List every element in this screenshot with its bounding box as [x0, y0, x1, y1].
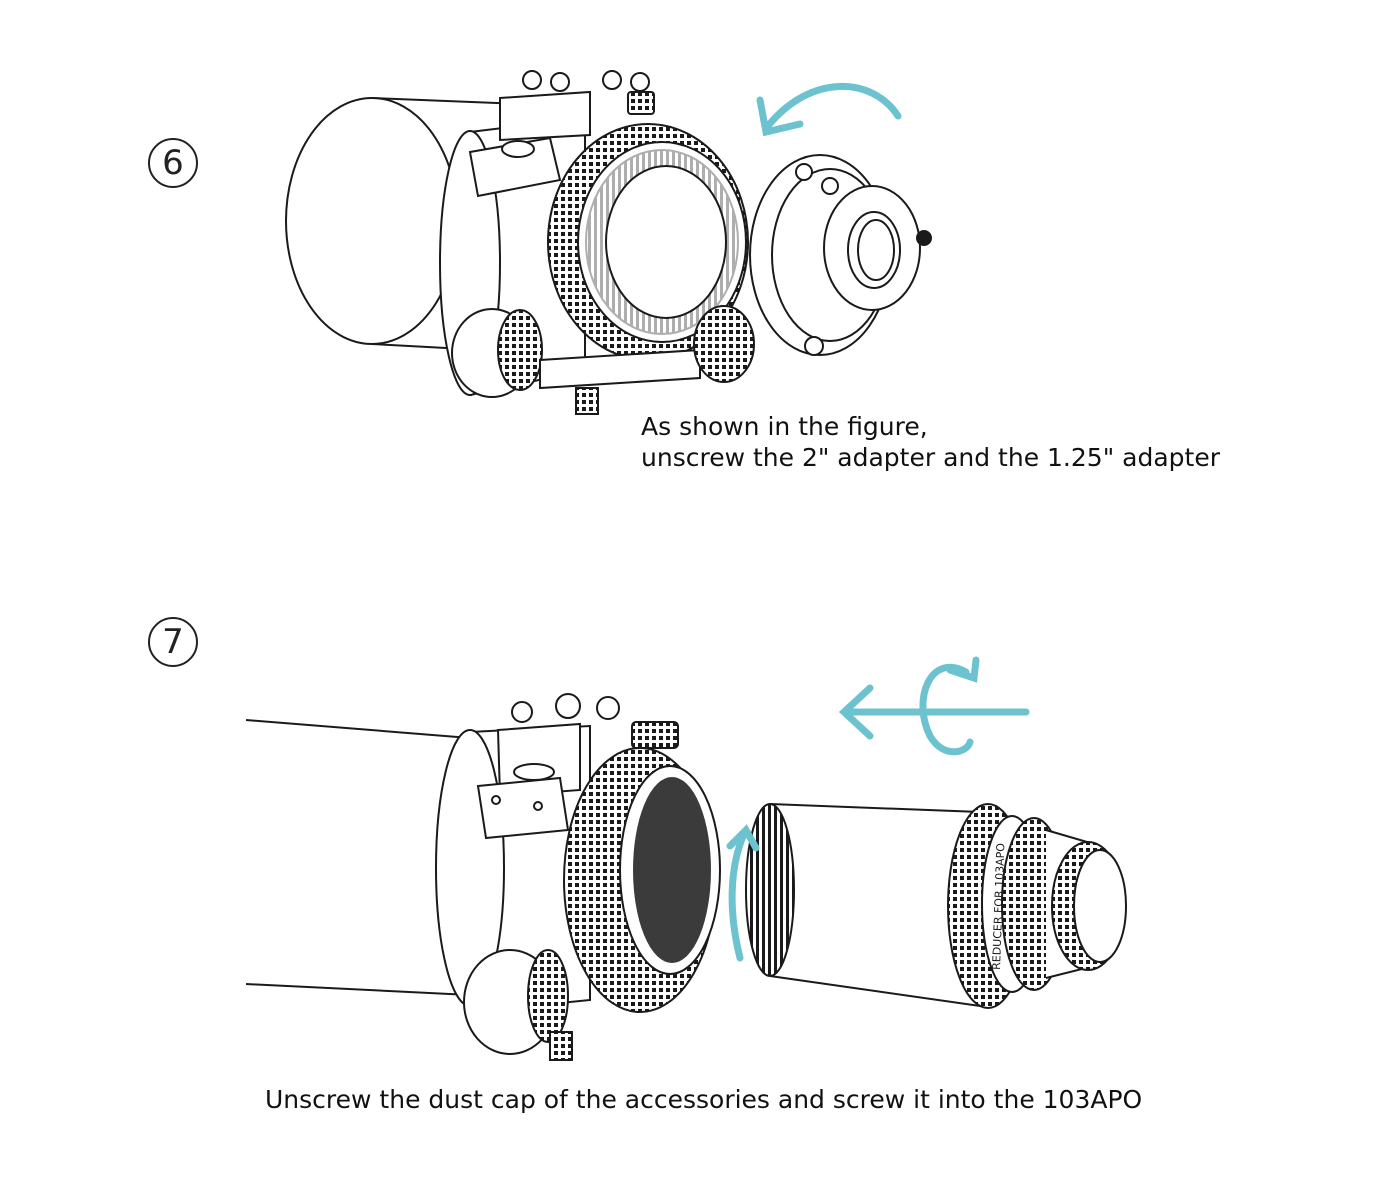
step7-thumb-screw — [511, 701, 533, 723]
step7-reducer-label: REDUCER FOR 103APO — [990, 843, 1007, 971]
step7-dust-cap-thread — [745, 803, 795, 977]
step7-reducer-accessory: REDUCER FOR 103APO — [745, 803, 1127, 1009]
step7-insert-arrow — [838, 656, 1030, 756]
step-6-caption: As shown in the figure, unscrew the 2" a… — [641, 411, 1220, 473]
step6-rotate-arrow — [756, 83, 902, 137]
step6-clamp-slot — [501, 140, 535, 158]
step-6-caption-line-1: As shown in the figure, — [641, 412, 928, 441]
step-6-number: 6 — [148, 138, 198, 188]
step-7-caption: Unscrew the dust cap of the accessories … — [265, 1085, 1143, 1114]
step6-lock-knob — [627, 91, 655, 115]
step6-thumb-screw — [522, 70, 542, 90]
step-6-caption-line-2: unscrew the 2" adapter and the 1.25" ada… — [641, 443, 1220, 472]
step6-thumb-screw — [602, 70, 622, 90]
step6-thumb-screw — [550, 72, 570, 92]
step7-thumb-screw — [555, 693, 581, 719]
step7-thumb-screw — [596, 696, 620, 720]
step7-bottom-knob — [549, 1031, 573, 1061]
step6-bottom-knob — [575, 387, 599, 415]
step7-telescope-focuser — [245, 693, 721, 1061]
step6-2in-adapter — [749, 154, 932, 356]
step7-screw-arrow — [726, 824, 760, 962]
step-7-number: 7 — [148, 617, 198, 667]
step7-clamp-slot — [513, 763, 555, 781]
step6-telescope-focuser — [285, 70, 755, 415]
step6-thumb-screw — [630, 72, 650, 92]
step6-tube-end — [285, 97, 459, 345]
step7-lock-knob — [631, 721, 679, 749]
step6-focus-knob-right — [693, 305, 755, 383]
